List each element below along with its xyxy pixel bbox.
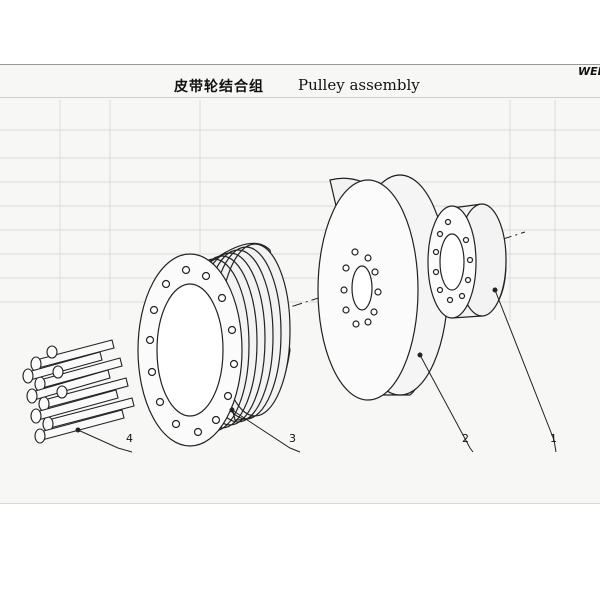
callout-3: 3 — [289, 432, 296, 445]
callout-2: 2 — [462, 432, 469, 445]
part-2-disc — [317, 174, 449, 401]
bolt-row-2 — [22, 351, 125, 444]
part-4-bolts — [22, 339, 135, 444]
part-3-pulley — [137, 242, 291, 447]
callout-4: 4 — [126, 432, 133, 445]
bolt-row-1 — [30, 339, 135, 432]
title-english: Pulley assembly — [298, 76, 420, 94]
callout-1: 1 — [550, 432, 557, 445]
bolt-heads-extra — [46, 345, 68, 399]
brand-mark: WEI — [578, 65, 600, 78]
title-separator — [0, 97, 600, 98]
background-table-faint — [0, 100, 600, 320]
sheet-top-border — [0, 64, 600, 65]
part-1-hub — [427, 203, 507, 319]
sheet-bottom-border — [0, 503, 600, 504]
leader-lines — [75, 287, 557, 453]
title-chinese: 皮带轮结合组 — [174, 79, 264, 95]
